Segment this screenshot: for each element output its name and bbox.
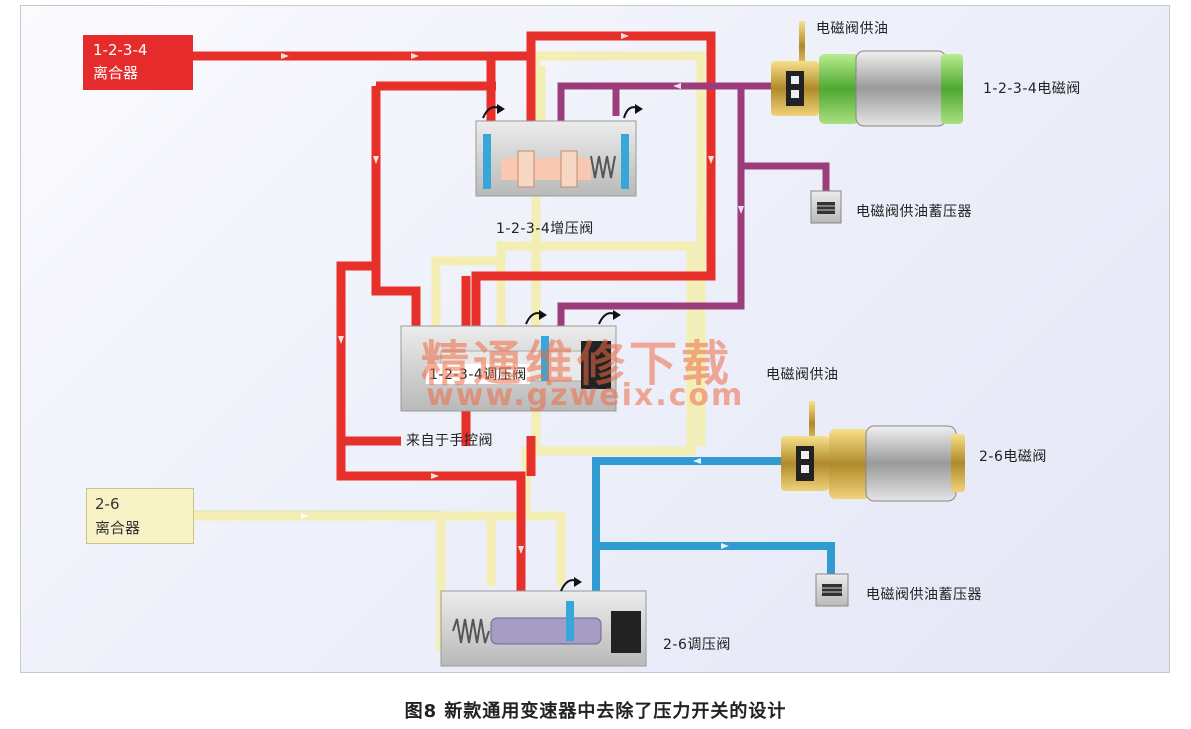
flow-arrows [281,33,744,554]
hydraulic-circuit-svg [174,21,965,667]
clutch-1234-sublabel: 离合器 [93,64,139,82]
regulator-valve-26-label: 2-6调压阀 [663,637,731,653]
from-manual-valve-label: 来自于手控阀 [406,433,493,449]
clutch-26-sublabel: 离合器 [95,519,141,537]
solenoid-1234 [771,21,963,127]
clutch-26-label: 2-6 [95,495,120,513]
regulator-valve-26 [440,577,647,667]
boost-valve-1234-label: 1-2-3-4增压阀 [496,221,594,237]
solenoid-supply-mid-label: 电磁阀供油 [766,367,839,383]
accumulator-bottom-label: 电磁阀供油蓄压器 [866,587,982,603]
solenoid-26 [781,401,965,502]
watermark-url: www.gzweix.com [426,378,745,413]
accumulator-bottom [815,573,849,607]
accumulator-top [810,190,842,224]
figure-caption: 图8 新款通用变速器中去除了压力开关的设计 [404,701,787,722]
solenoid-26-label: 2-6电磁阀 [979,449,1047,465]
clutch-1234-box: 1-2-3-4 离合器 [83,35,193,90]
solenoid-1234-label: 1-2-3-4电磁阀 [983,81,1081,97]
hydraulic-diagram: 1-2-3-4 离合器 2-6 离合器 电磁阀供油 1-2-3-4电磁阀 电磁阀… [20,5,1170,673]
accumulator-top-label: 电磁阀供油蓄压器 [856,204,972,220]
regulator-valve-1234-label: 1-2-3-4调压阀 [426,364,530,384]
watermark-text: 精通维修下载 [421,336,734,392]
solenoid-supply-top-label: 电磁阀供油 [816,21,889,37]
boost-valve-1234 [475,104,643,197]
clutch-26-box: 2-6 离合器 [86,488,194,544]
clutch-1234-label: 1-2-3-4 [93,41,148,59]
purple-oil-lines [557,82,830,336]
